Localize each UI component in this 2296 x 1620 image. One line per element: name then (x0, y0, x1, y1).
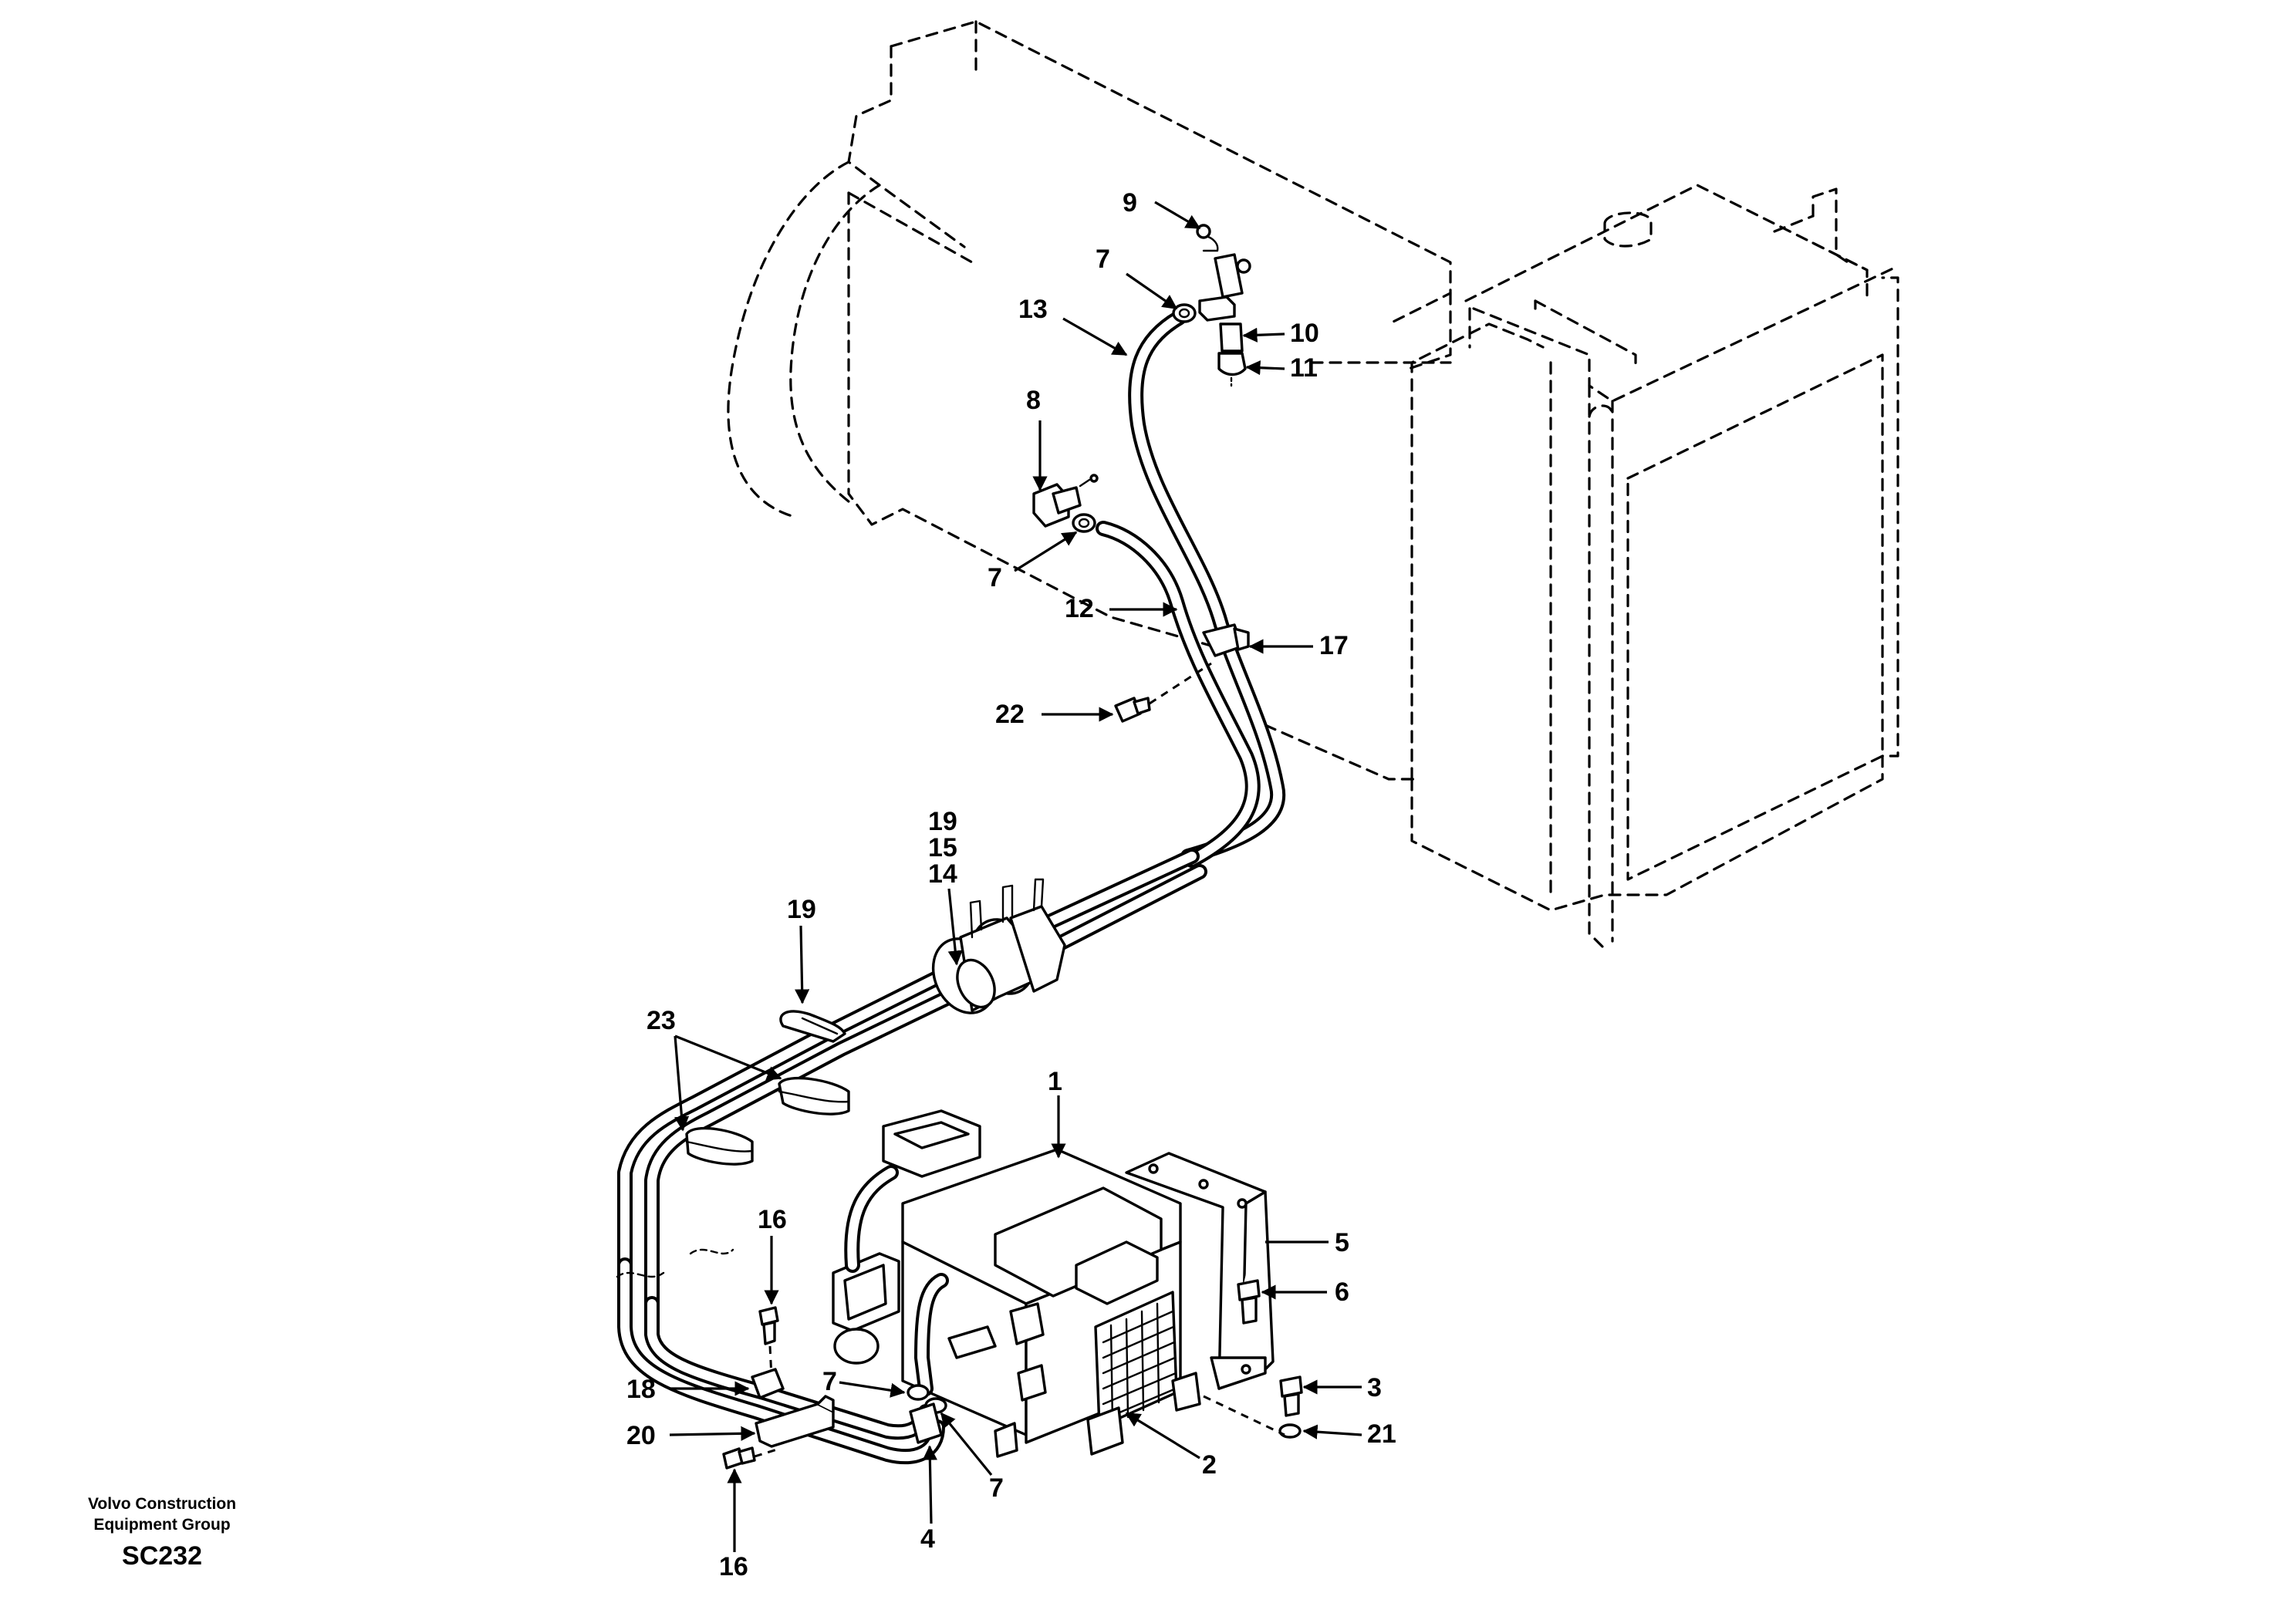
callout-1: 1 (1048, 1067, 1062, 1096)
callout-7d: 7 (989, 1473, 1004, 1503)
callout-11: 11 (1290, 353, 1318, 383)
callout-7c: 7 (822, 1367, 837, 1396)
callout-10: 10 (1290, 319, 1319, 348)
hose-clamp-17 (1202, 623, 1250, 657)
callout-21: 21 (1367, 1419, 1396, 1449)
callout-18: 18 (626, 1375, 656, 1404)
callout-12: 12 (1065, 594, 1094, 623)
callout-2: 2 (1202, 1450, 1217, 1480)
callout-4: 4 (920, 1524, 935, 1554)
callout-3: 3 (1367, 1373, 1382, 1402)
callout-6: 6 (1335, 1277, 1349, 1307)
callout-20: 20 (626, 1421, 656, 1450)
callout-7b: 7 (988, 563, 1002, 592)
publisher-name-line1: Volvo Construction (87, 1495, 237, 1513)
callout-19b: 19 (787, 895, 816, 924)
callout-15: 15 (928, 833, 957, 862)
washer-21 (1278, 1423, 1302, 1439)
grommet-assembly (931, 878, 1066, 1014)
callout-9: 9 (1123, 188, 1137, 218)
callout-16a: 16 (758, 1205, 787, 1234)
callout-17: 17 (1319, 631, 1349, 660)
heater-hoses-upper (1096, 310, 1286, 868)
callout-5: 5 (1335, 1228, 1349, 1257)
diagram-code: SC232 (122, 1541, 202, 1571)
callout-22: 22 (995, 700, 1025, 729)
heater-unit (832, 1109, 1201, 1458)
bolt-22 (1114, 697, 1151, 723)
callout-14: 14 (928, 859, 957, 889)
callouts: 9 7 13 10 11 8 7 12 17 22 19 15 14 19 23… (626, 188, 1396, 1581)
bolt-16-upper (758, 1306, 779, 1345)
heater-fittings (907, 1384, 947, 1444)
hose-straps (685, 1076, 850, 1166)
callout-13: 13 (1018, 295, 1048, 324)
engine-outline (727, 20, 1452, 781)
publisher-name-line2: Equipment Group (93, 1516, 231, 1534)
tap-fitting-upper (1172, 224, 1251, 387)
bolt-6 (1237, 1279, 1261, 1325)
callout-16b: 16 (719, 1552, 748, 1581)
callout-7a: 7 (1096, 245, 1110, 274)
callout-19a: 19 (928, 807, 957, 836)
bolt-16-lower (722, 1446, 756, 1470)
radiator-outline (1410, 184, 1899, 950)
callout-23: 23 (647, 1006, 676, 1035)
tap-fitting-lower (1032, 474, 1099, 533)
bracket-20 (755, 1395, 835, 1448)
callout-8: 8 (1026, 386, 1041, 415)
hose-clamp-18 (751, 1368, 785, 1399)
heater-hoses-lower (616, 849, 1207, 1465)
clip-19 (779, 1010, 846, 1043)
bolt-3 (1279, 1375, 1303, 1417)
